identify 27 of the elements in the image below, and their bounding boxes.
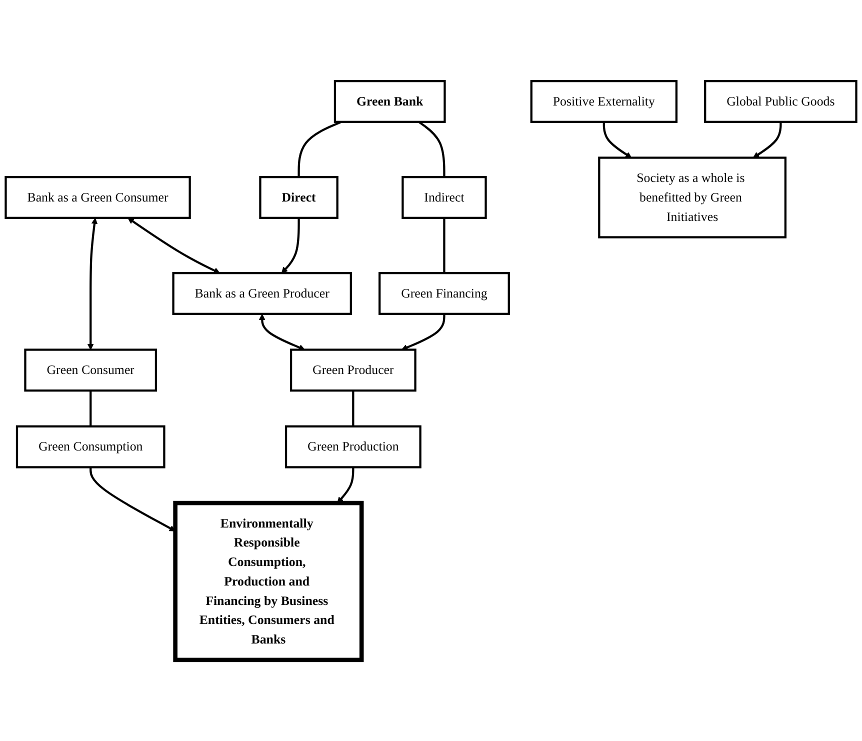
connector xyxy=(443,218,446,274)
node-box: Green Consumer xyxy=(24,348,158,392)
arrow xyxy=(128,218,220,274)
arrow xyxy=(87,218,98,350)
node-box: Bank as a Green Producer xyxy=(172,272,352,315)
node-box: Positive Externality xyxy=(530,80,678,123)
node-box: Bank as a Green Consumer xyxy=(4,176,191,219)
arrow xyxy=(401,314,446,350)
arrow xyxy=(602,122,632,158)
node-box: Green Producer xyxy=(290,348,416,392)
connector xyxy=(298,120,342,178)
node-box: Global Public Goods xyxy=(704,80,858,123)
arrow xyxy=(752,122,782,158)
arrow xyxy=(258,314,305,350)
arrow xyxy=(281,218,300,274)
node-box: Green Bank xyxy=(334,80,446,123)
connector xyxy=(352,390,354,426)
node-box: Direct xyxy=(259,176,338,219)
connector xyxy=(90,390,92,426)
node-box: Green Consumption xyxy=(16,425,166,468)
node-box: Indirect xyxy=(402,176,487,219)
connector xyxy=(418,121,446,178)
arrow xyxy=(337,467,354,504)
node-box: Society as a whole is benefitted by Green Initiatives xyxy=(598,156,786,238)
node-box: Green Production xyxy=(284,425,422,468)
node-box: Environmentally Responsible Consumption, Production and Financing by Business Entities, Consumers and Banks xyxy=(173,500,364,662)
node-box: Green Financing xyxy=(378,272,510,315)
